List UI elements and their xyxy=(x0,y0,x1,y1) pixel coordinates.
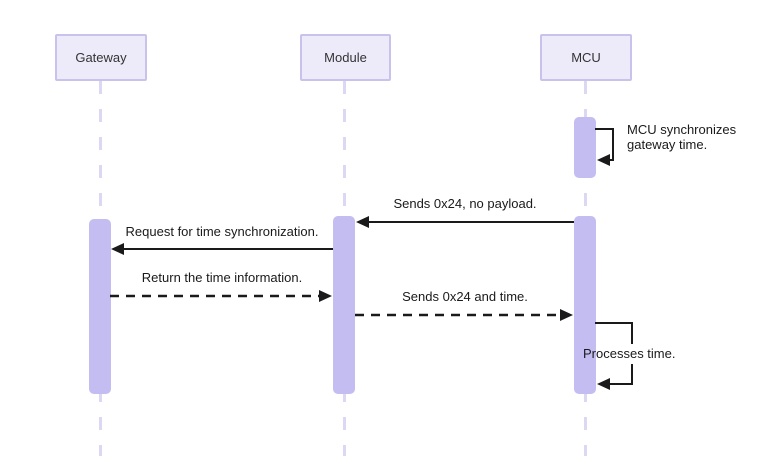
actor-label-module: Module xyxy=(324,50,367,65)
message-label-sends-0x24-no-payload: Sends 0x24, no payload. xyxy=(393,196,537,211)
arrow-request-time-sync xyxy=(111,243,333,255)
arrow-sends-0x24-and-time xyxy=(355,309,573,321)
actor-label-mcu: MCU xyxy=(571,50,601,65)
arrow-mcu-self-process xyxy=(595,322,633,390)
arrow-return-time-information xyxy=(110,290,332,302)
actor-box-module: Module xyxy=(300,34,391,81)
activation-mcu-sync xyxy=(574,117,596,178)
arrow-sends-0x24-no-payload xyxy=(356,216,574,228)
message-label-return-time-information: Return the time information. xyxy=(141,270,303,285)
activation-mcu-main xyxy=(574,216,596,394)
message-label-processes-time: Processes time. xyxy=(583,346,676,361)
message-label-sends-0x24-and-time: Sends 0x24 and time. xyxy=(402,289,528,304)
actor-box-gateway: Gateway xyxy=(55,34,147,81)
arrow-mcu-self-sync xyxy=(595,128,614,166)
actor-box-mcu: MCU xyxy=(540,34,632,81)
activation-gateway xyxy=(89,219,111,394)
message-label-line: MCU synchronizes xyxy=(627,122,737,137)
message-label-line: gateway time. xyxy=(627,137,708,152)
message-label-mcu-sync: MCU synchronizes gateway time. xyxy=(627,122,736,152)
actor-label-gateway: Gateway xyxy=(75,50,127,65)
activation-module xyxy=(333,216,355,394)
message-label-request-time-sync: Request for time synchronization. xyxy=(125,224,319,239)
